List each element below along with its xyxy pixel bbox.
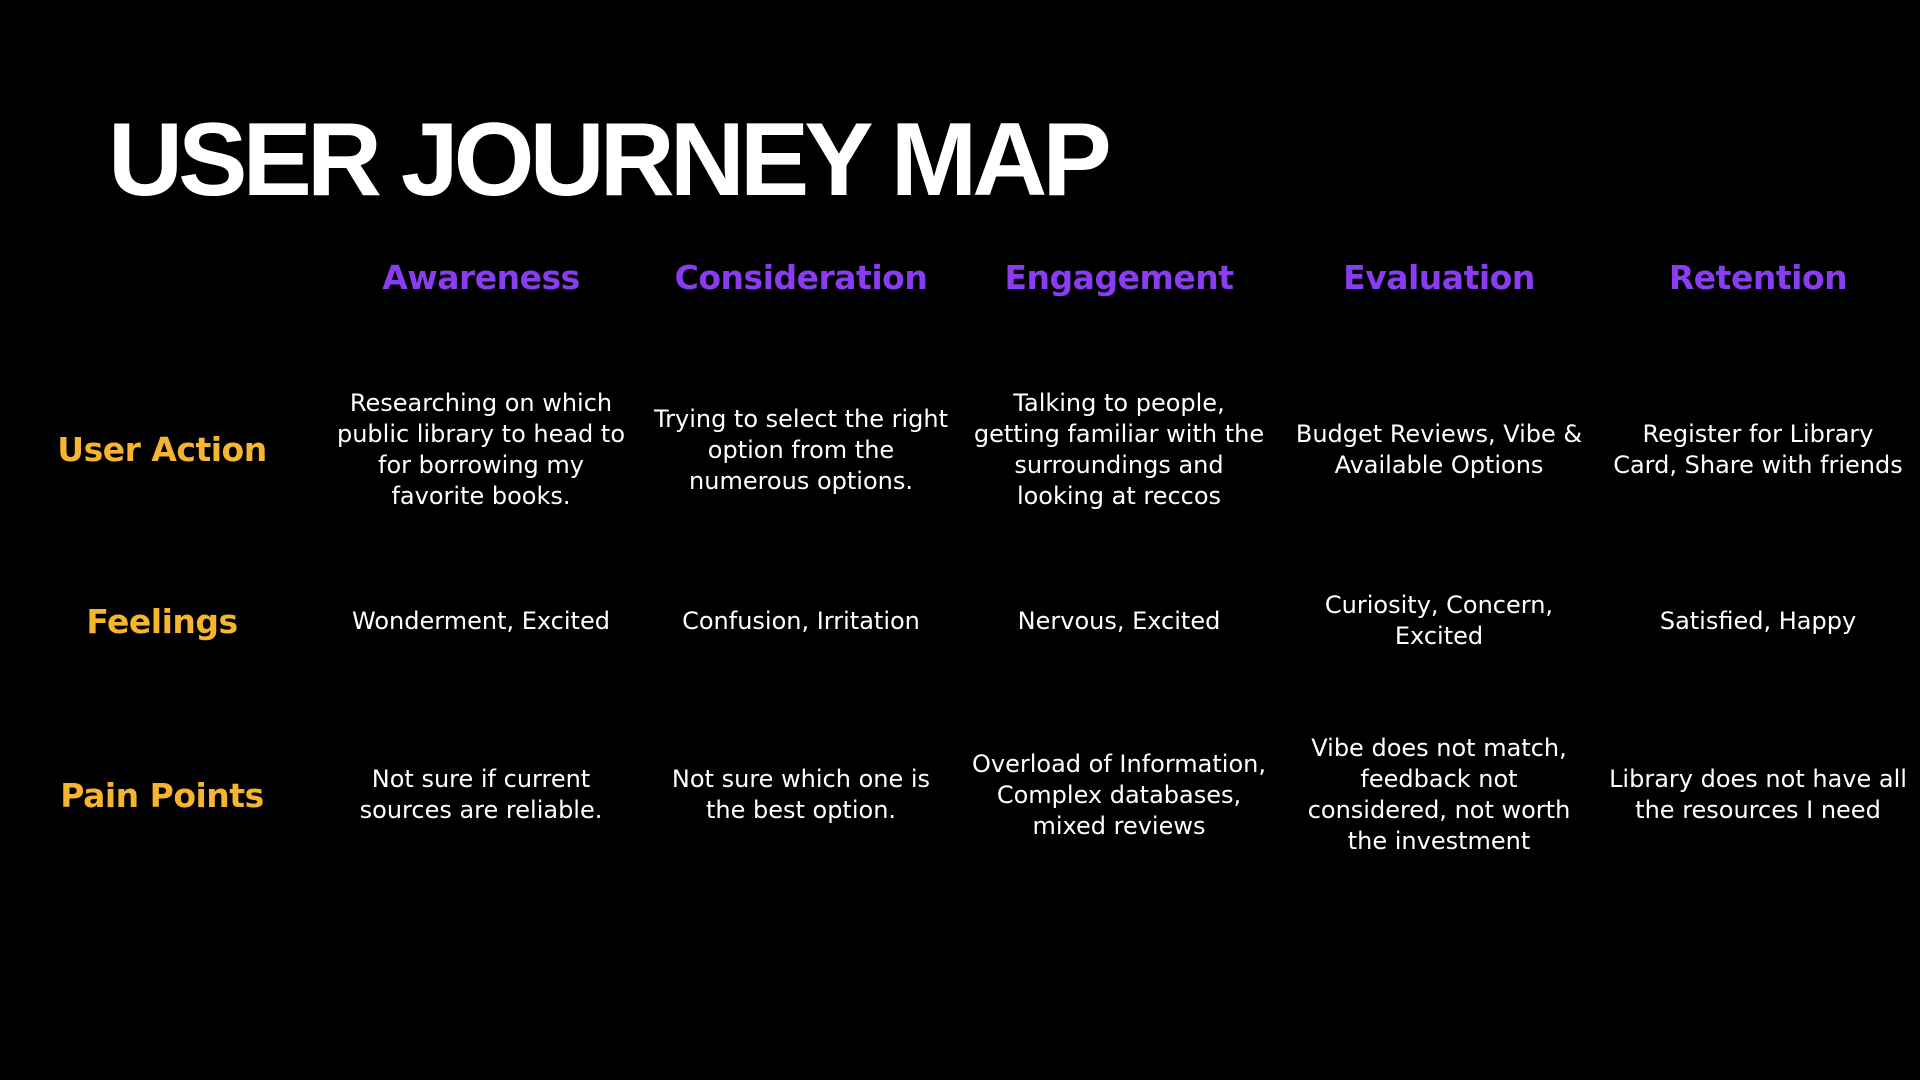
stage-header-awareness: Awareness (382, 257, 580, 297)
cell-feelings-consideration: Confusion, Irritation (651, 571, 951, 671)
cell-text: Budget Reviews, Vibe & Available Options (1295, 420, 1583, 479)
stage-header-consideration: Consideration (674, 257, 928, 297)
cell-text: Trying to select the right option from t… (653, 404, 948, 495)
cell-text: Talking to people, getting familiar with… (973, 389, 1265, 510)
cell-text: Register for Library Card, Share with fr… (1613, 420, 1903, 479)
cell-user-action-retention: Register for Library Card, Share with fr… (1608, 375, 1908, 525)
cell-feelings-retention: Satisfied, Happy (1608, 571, 1908, 671)
cell-text: Wonderment, Excited (352, 606, 610, 635)
cell-feelings-awareness: Wonderment, Excited (331, 571, 631, 671)
cell-user-action-evaluation: Budget Reviews, Vibe & Available Options (1289, 375, 1589, 525)
cell-text: Curiosity, Concern, Excited (1324, 591, 1554, 650)
cell-text: Not sure which one is the best option. (671, 765, 931, 824)
cell-text: Researching on which public library to h… (336, 389, 626, 510)
page-title: USER JOURNEY MAP (108, 102, 1112, 218)
cell-text: Not sure if current sources are reliable… (359, 765, 603, 824)
cell-text: Satisfied, Happy (1659, 606, 1857, 635)
cell-pain-points-engagement: Overload of Information, Complex databas… (969, 720, 1269, 870)
cell-text: Nervous, Excited (1017, 606, 1221, 635)
row-label-user-action: User Action (57, 429, 267, 469)
stage-header-engagement: Engagement (1004, 257, 1234, 297)
row-label-feelings: Feelings (86, 601, 238, 641)
cell-text: Vibe does not match, feedback not consid… (1307, 734, 1571, 855)
cell-text: Overload of Information, Complex databas… (972, 749, 1266, 840)
cell-user-action-engagement: Talking to people, getting familiar with… (969, 375, 1269, 525)
row-label-pain-points: Pain Points (60, 775, 264, 815)
cell-pain-points-awareness: Not sure if current sources are reliable… (331, 720, 631, 870)
stage-header-retention: Retention (1668, 257, 1848, 297)
stage-header-evaluation: Evaluation (1343, 257, 1535, 297)
cell-pain-points-evaluation: Vibe does not match, feedback not consid… (1289, 720, 1589, 870)
cell-pain-points-consideration: Not sure which one is the best option. (651, 720, 951, 870)
cell-user-action-awareness: Researching on which public library to h… (331, 375, 631, 525)
cell-pain-points-retention: Library does not have all the resources … (1608, 720, 1908, 870)
cell-feelings-engagement: Nervous, Excited (969, 571, 1269, 671)
cell-text: Confusion, Irritation (682, 606, 920, 635)
cell-user-action-consideration: Trying to select the right option from t… (651, 375, 951, 525)
cell-text: Library does not have all the resources … (1609, 765, 1907, 824)
cell-feelings-evaluation: Curiosity, Concern, Excited (1289, 571, 1589, 671)
